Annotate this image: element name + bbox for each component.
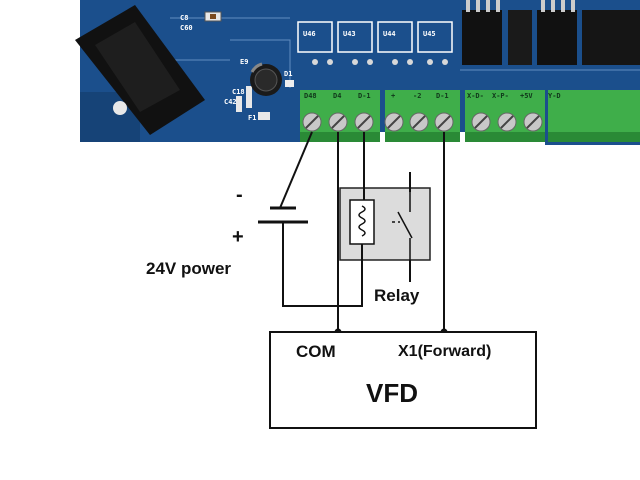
vfd-box (269, 331, 537, 429)
silk-term-xd: X-D- (467, 92, 484, 100)
screw-mid-3 (434, 112, 454, 132)
silk-f1: F1 (248, 114, 257, 122)
chip-u44 (377, 21, 413, 53)
wires (279, 131, 445, 332)
screw-d48 (302, 112, 322, 132)
silk-term-5v: +5V (520, 92, 533, 100)
smd-cap-c42 (236, 96, 242, 112)
chip-u46 (297, 21, 333, 53)
silk-c18: C18 (232, 88, 245, 96)
ic-pins (466, 0, 575, 12)
silk-term-d1b: D-1 (436, 92, 449, 100)
silk-u46: U46 (303, 30, 316, 38)
relay-coil-winding (358, 205, 366, 237)
silk-c8: C8 (180, 14, 189, 22)
connector-inner (95, 22, 180, 112)
screw-right-3 (523, 112, 543, 132)
black-connector (75, 5, 205, 135)
electrolytic-capacitor-e9 (250, 62, 282, 96)
cap-ring (254, 68, 278, 92)
silk-term-plus: + (391, 92, 396, 100)
terminal-shading (300, 132, 640, 142)
vfd-x1-label: X1(Forward) (398, 343, 492, 360)
battery-plus-label: + (232, 226, 244, 248)
silk-term-xp: X-P- (492, 92, 509, 100)
silk-u44: U44 (383, 30, 396, 38)
cap-highlight (250, 62, 263, 73)
battery-minus-label: - (236, 184, 243, 206)
relay-label: Relay (374, 286, 420, 305)
right-ics (462, 0, 640, 65)
silk-e9: E9 (240, 58, 249, 66)
silk-term-yd: Y-D (548, 92, 561, 100)
silk-term-minus2: -2 (413, 92, 422, 100)
screw-right-2 (497, 112, 517, 132)
chip-outlines (297, 21, 453, 53)
wire-d48-to-battery-neg (279, 131, 313, 209)
pads (312, 59, 448, 65)
screws (302, 112, 543, 132)
chip-u43 (337, 21, 373, 53)
screw-d4 (328, 112, 348, 132)
silk-term-d4: D4 (333, 92, 342, 100)
power-label: 24V power (146, 259, 232, 278)
silk-term-d48: D48 (304, 92, 317, 100)
terminal-blocks (300, 90, 640, 142)
wire-battery-pos-to-coil (282, 222, 363, 307)
smd-parts (204, 11, 294, 120)
smd-fuse-f1 (258, 112, 270, 120)
ic-1 (462, 10, 502, 65)
chip-u45 (417, 21, 453, 53)
ic-3 (537, 10, 577, 65)
ic-4 (582, 10, 640, 65)
silk-c60: C60 (180, 24, 193, 32)
silk-u45: U45 (423, 30, 436, 38)
ic-2 (508, 10, 532, 65)
relay (339, 187, 431, 261)
mounting-hole (113, 101, 127, 115)
screw-right-1 (471, 112, 491, 132)
silk-c42: C42 (224, 98, 237, 106)
vfd-title: VFD (366, 378, 418, 408)
smd-diode-d1 (285, 80, 294, 87)
smd-cap-c18 (246, 86, 252, 108)
controller-board (75, 0, 640, 145)
silk-term-d1: D-1 (358, 92, 371, 100)
screw-d1 (354, 112, 374, 132)
silk-u43: U43 (343, 30, 356, 38)
silk-d1: D1 (284, 70, 293, 78)
smd-cap-c8-body (210, 14, 216, 19)
relay-coil-box (349, 199, 375, 245)
screw-mid-2 (409, 112, 429, 132)
screw-mid-1 (384, 112, 404, 132)
relay-switch-arm (397, 211, 413, 239)
vfd-com-label: COM (296, 342, 336, 361)
battery-symbol (258, 206, 308, 224)
